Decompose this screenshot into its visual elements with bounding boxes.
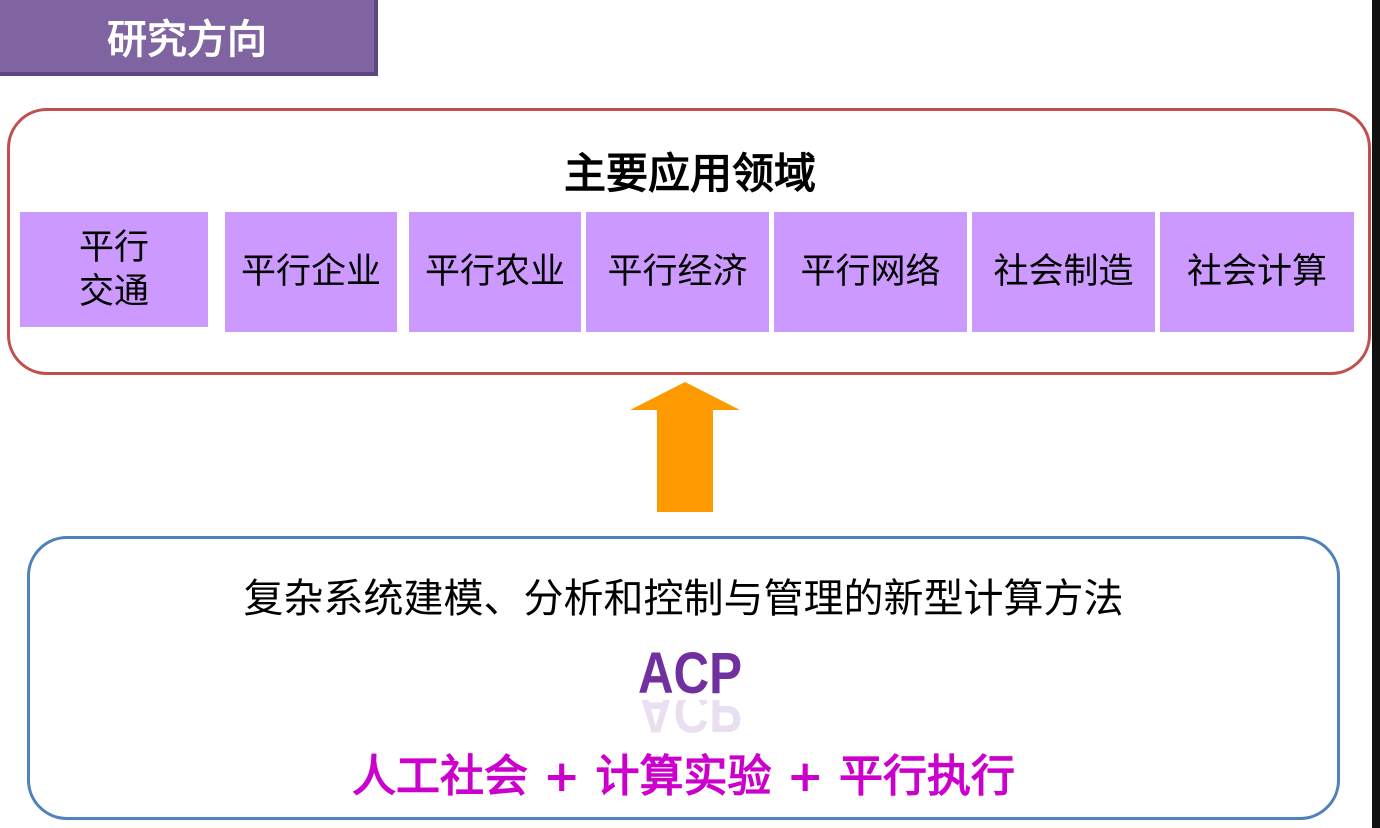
up-arrow-icon	[630, 382, 740, 512]
tile-social-computing: 社会计算	[1160, 212, 1354, 332]
tile-label-line2: 交通	[78, 271, 149, 312]
section-title: 研究方向	[0, 0, 378, 76]
tile-parallel-network: 平行网络	[774, 212, 967, 332]
tile-parallel-traffic: 平行 交通	[20, 212, 208, 327]
tile-label-line1: 平行	[78, 227, 149, 268]
tile-parallel-enterprise: 平行企业	[225, 212, 397, 332]
method-description: 复杂系统建模、分析和控制与管理的新型计算方法	[243, 576, 1124, 622]
tile-social-manufacturing: 社会制造	[972, 212, 1155, 332]
tile-parallel-economy: 平行经济	[586, 212, 769, 332]
method-box	[27, 536, 1340, 820]
applications-box	[7, 108, 1371, 375]
applications-title: 主要应用领域	[563, 149, 816, 198]
acp-reflection: ACP	[637, 700, 743, 740]
acp-acronym: ACP	[637, 641, 743, 706]
edge-strip	[1372, 0, 1380, 828]
acp-formula: 人工社会 + 计算实验 + 平行执行	[351, 751, 1015, 802]
tile-parallel-agriculture: 平行农业	[409, 212, 581, 332]
